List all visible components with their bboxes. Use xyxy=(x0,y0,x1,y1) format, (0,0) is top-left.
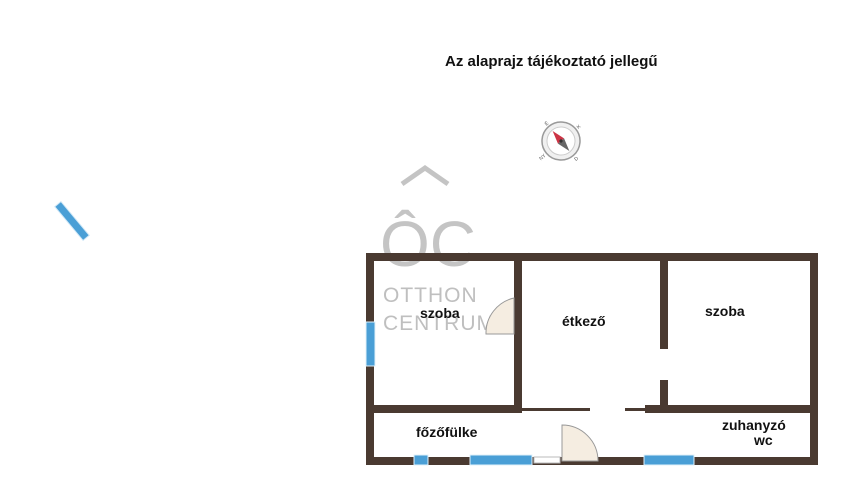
compass-west-label: NY xyxy=(538,153,548,162)
window-bottom-right xyxy=(643,454,695,466)
door-entrance-swing xyxy=(561,424,599,462)
detached-window-icon xyxy=(54,200,90,242)
room-label-etkezo: étkező xyxy=(562,313,606,329)
wall-horizontal-thin-1 xyxy=(522,408,590,411)
room-labels: szoba étkező szoba főzőfülke zuhanyzó wc xyxy=(416,303,786,448)
wall-horizontal-thin-2 xyxy=(625,408,645,411)
wall-top xyxy=(366,253,818,261)
compass-icon: É D K NY xyxy=(538,119,583,162)
compass-north-label: É xyxy=(543,119,551,127)
window-bottom-middle xyxy=(469,454,533,466)
otthon-centrum-watermark: ÔC OTTHON CENTRUM xyxy=(380,164,495,335)
wall-horizontal-left xyxy=(366,405,522,413)
wall-right xyxy=(810,253,818,465)
plan-disclaimer-title: Az alaprajz tájékoztató jellegű xyxy=(445,53,658,70)
watermark-line1: OTTHON xyxy=(383,284,478,307)
watermark-logo-text: ÔC xyxy=(380,208,476,280)
room-label-zuhanyzo: zuhanyzó xyxy=(722,417,786,433)
compass-east-label: K xyxy=(576,123,583,130)
window-bottom-frame xyxy=(533,456,561,464)
wall-inner-2a xyxy=(660,253,668,349)
door-szoba-swing xyxy=(485,297,515,335)
compass-south-label: D xyxy=(573,155,580,162)
room-label-fozofulke: főzőfülke xyxy=(416,424,478,440)
room-label-szoba-left: szoba xyxy=(420,305,460,321)
window-bottom-small xyxy=(413,454,429,466)
wall-inner-1 xyxy=(514,253,522,411)
watermark-line2: CENTRUM xyxy=(383,312,495,335)
room-label-wc: wc xyxy=(753,432,773,448)
doors xyxy=(485,297,599,462)
wall-horizontal-right xyxy=(645,405,818,413)
room-label-szoba-right: szoba xyxy=(705,303,745,319)
watermark-roof-icon xyxy=(400,164,450,187)
window-left-wall xyxy=(365,321,376,367)
windows xyxy=(365,321,695,466)
wall-inner-2b xyxy=(660,380,668,411)
